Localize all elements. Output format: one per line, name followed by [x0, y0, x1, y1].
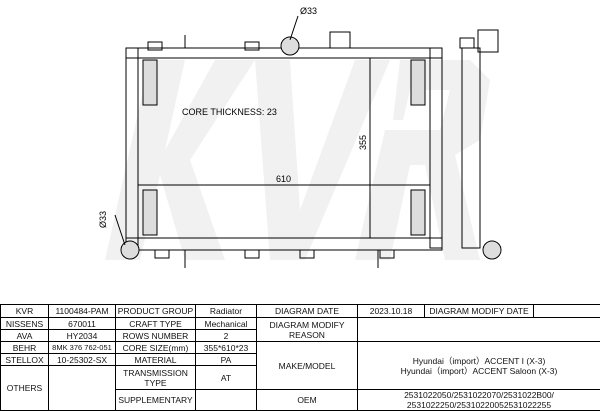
kvr-value: 1100484-PAM	[49, 305, 116, 318]
product-group-label: PRODUCT GROUP	[116, 305, 196, 318]
make-model-line: Hyundai（import）ACCENT I (X-3)	[358, 356, 600, 366]
core-size-value: 355*610*23	[196, 342, 257, 354]
diagram-date-label: DIAGRAM DATE	[257, 305, 358, 318]
kvr-watermark-logo	[105, 60, 490, 260]
rows-number-value: 2	[196, 330, 257, 342]
behr-value: 8MK 376 762-051	[49, 342, 116, 354]
material-label: MATERIAL	[116, 354, 196, 366]
oem-line: 2531022050/2531022070/2531022B00/	[358, 390, 600, 400]
diagram-date-value: 2023.10.18	[358, 305, 425, 318]
make-model-line: Hyundai（import）ACCENT Saloon (X-3)	[358, 366, 600, 376]
modify-reason-label: DIAGRAM MODIFY REASON	[257, 318, 358, 342]
diagram-modify-date-value	[534, 305, 600, 318]
radiator-cap	[330, 32, 350, 48]
supplementary-label: SUPPLEMENTARY	[116, 390, 196, 411]
core-thickness-label: CORE THICKNESS: 23	[182, 107, 277, 117]
diagram-modify-date-label: DIAGRAM MODIFY DATE	[425, 305, 534, 318]
nissens-value: 670011	[49, 318, 116, 330]
material-value: PA	[196, 354, 257, 366]
core-size-label: CORE SIZE(mm)	[116, 342, 196, 354]
stellox-value: 10-25302-SX	[49, 354, 116, 366]
bottom-left-pipe	[121, 241, 139, 259]
radiator-drawing: Ø33 Ø33 CORE THICKNESS: 23 355 610	[0, 0, 600, 304]
transmission-value: AT	[196, 366, 257, 390]
top-pipe-diameter: Ø33	[300, 6, 317, 16]
craft-type-label: CRAFT TYPE	[116, 318, 196, 330]
supplementary-value	[196, 390, 257, 411]
transmission-label: TRANSMISSION TYPE	[116, 366, 196, 390]
ava-label: AVA	[1, 330, 49, 342]
nissens-label: NISSENS	[1, 318, 49, 330]
height-dimension: 355	[358, 135, 368, 150]
ava-value: HY2034	[49, 330, 116, 342]
left-pipe-diameter: Ø33	[98, 211, 108, 228]
others-label: OTHERS	[1, 366, 49, 411]
kvr-label: KVR	[1, 305, 49, 318]
spec-table: KVR 1100484-PAM PRODUCT GROUP Radiator D…	[0, 304, 600, 411]
oem-label: OEM	[257, 390, 358, 411]
rows-number-label: ROWS NUMBER	[116, 330, 196, 342]
behr-label: BEHR	[1, 342, 49, 354]
craft-type-value: Mechanical	[196, 318, 257, 330]
others-value	[49, 366, 116, 411]
make-model-label: MAKE/MODEL	[257, 342, 358, 390]
oem-value: 2531022050/2531022070/2531022B00/2531022…	[358, 390, 600, 411]
width-dimension: 610	[276, 174, 291, 184]
make-model-value: Hyundai（import）ACCENT I (X-3)Hyundai（imp…	[358, 342, 600, 390]
stellox-label: STELLOX	[1, 354, 49, 366]
modify-reason-value	[358, 318, 600, 342]
product-group-value: Radiator	[196, 305, 257, 318]
